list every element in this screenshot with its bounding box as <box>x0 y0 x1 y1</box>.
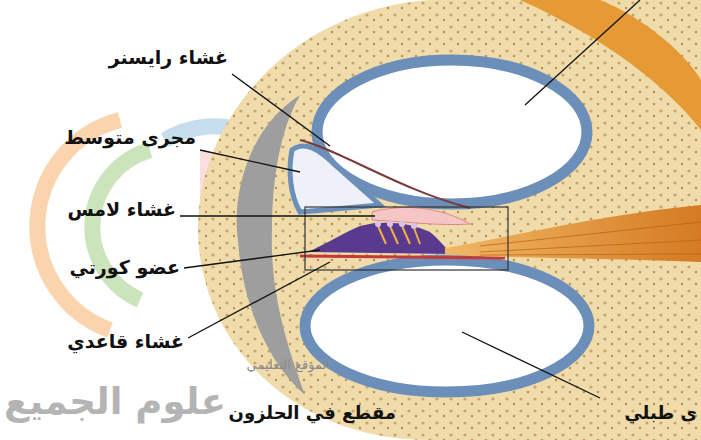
part-label: ى طبلي <box>624 402 697 424</box>
caption-label: مقطع في الحلزون <box>229 402 396 424</box>
part-label: عضو كورتي <box>70 256 180 279</box>
watermark-text: الموقع التعليمي <box>247 357 330 373</box>
part-label: غشاء رايسنر <box>109 46 228 69</box>
part-label: مجرى متوسط <box>64 126 196 149</box>
part-label: غشاء لامس <box>67 198 176 221</box>
part-label: غشاء قاعدي <box>67 330 184 353</box>
watermark-text: علوم الجميع <box>4 380 226 424</box>
